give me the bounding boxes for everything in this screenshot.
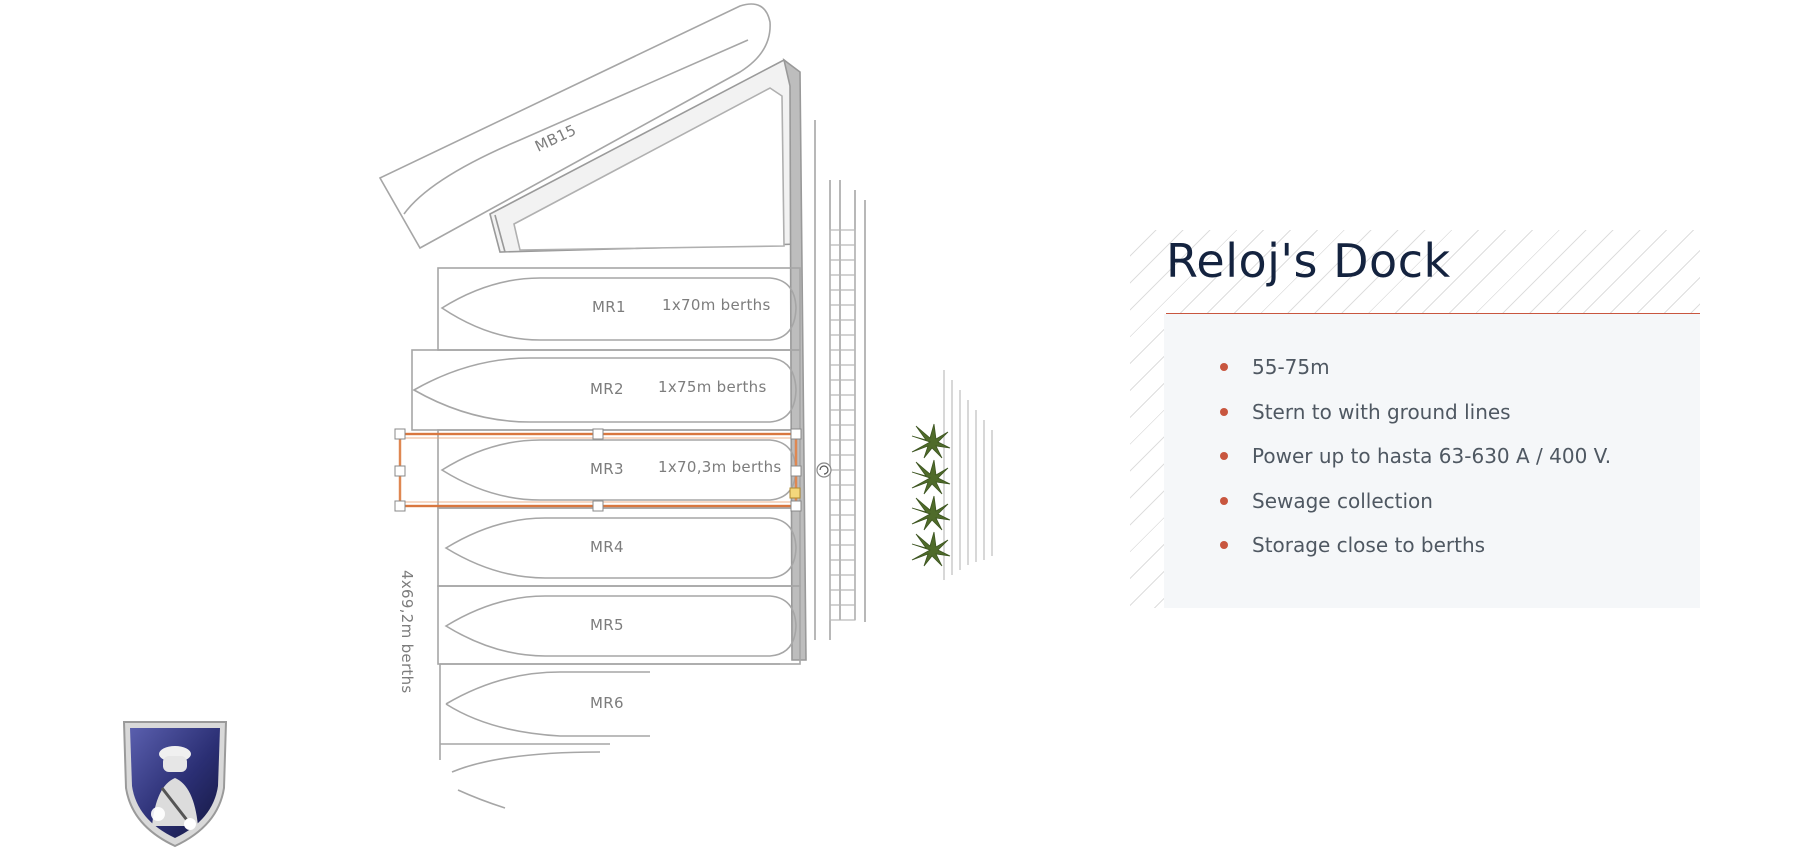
mr4-label: MR4 [590, 538, 624, 556]
resize-handle-sw[interactable] [394, 500, 406, 512]
mr2-hull [412, 357, 797, 423]
resize-handle-e[interactable] [790, 465, 802, 477]
mr2-label: MR2 [590, 380, 624, 398]
rotate-icon[interactable] [816, 462, 832, 478]
captain-shield-logo [122, 721, 228, 848]
resize-handle-w[interactable] [394, 465, 406, 477]
palm-trees [911, 423, 951, 567]
mr3-label: MR3 [590, 460, 624, 478]
resize-handle-ne[interactable] [790, 428, 802, 440]
list-item: Sewage collection [1220, 479, 1611, 524]
selection-box-mr3[interactable] [394, 428, 832, 512]
resize-handle-nw[interactable] [394, 428, 406, 440]
side-berths-label: 4x69,2m berths [398, 570, 416, 694]
list-item-text: Stern to with ground lines [1252, 399, 1511, 424]
mr3-berths-label: 1x70,3m berths [658, 458, 782, 476]
title-divider [1166, 313, 1700, 314]
list-item-text: Sewage collection [1252, 488, 1433, 513]
mr1-label: MR1 [592, 298, 626, 316]
bullet-icon [1220, 452, 1228, 461]
mr4-hull [444, 517, 797, 579]
list-item: Stern to with ground lines [1220, 390, 1611, 435]
list-item-text: 55-75m [1252, 355, 1330, 380]
hatch-decoration-top [1130, 230, 1700, 314]
mr5-label: MR5 [590, 616, 624, 634]
mr1-hull [440, 277, 797, 341]
list-item: Power up to hasta 63-630 A / 400 V. [1220, 434, 1612, 479]
page-title: Reloj's Dock [1166, 234, 1451, 288]
mr5-hull [444, 595, 797, 657]
mb15-berth-outline [378, 3, 771, 250]
mr6-label: MR6 [590, 694, 624, 712]
bullet-icon [1220, 541, 1228, 550]
list-item: 55-75m [1220, 345, 1611, 390]
list-item-text: Storage close to berths [1252, 533, 1486, 558]
mr2-berths-label: 1x75m berths [658, 378, 767, 396]
resize-handle-se[interactable] [790, 500, 802, 512]
list-item: Storage close to berths [1220, 523, 1611, 568]
bullet-icon [1220, 496, 1228, 505]
resize-handle-s[interactable] [592, 500, 604, 512]
adjust-handle[interactable] [789, 487, 801, 499]
resize-handle-n[interactable] [592, 428, 604, 440]
bullet-icon [1220, 407, 1228, 416]
feature-list: 55-75m Stern to with ground lines Power … [1220, 345, 1612, 568]
hatch-decoration-left [1130, 230, 1166, 608]
info-panel [1164, 314, 1700, 608]
mr1-berths-label: 1x70m berths [662, 296, 771, 314]
mb15-label: MB15 [532, 121, 579, 156]
list-item-text: Power up to hasta 63-630 A / 400 V. [1252, 444, 1612, 469]
bullet-icon [1220, 363, 1228, 372]
mr6-hull [445, 671, 650, 705]
